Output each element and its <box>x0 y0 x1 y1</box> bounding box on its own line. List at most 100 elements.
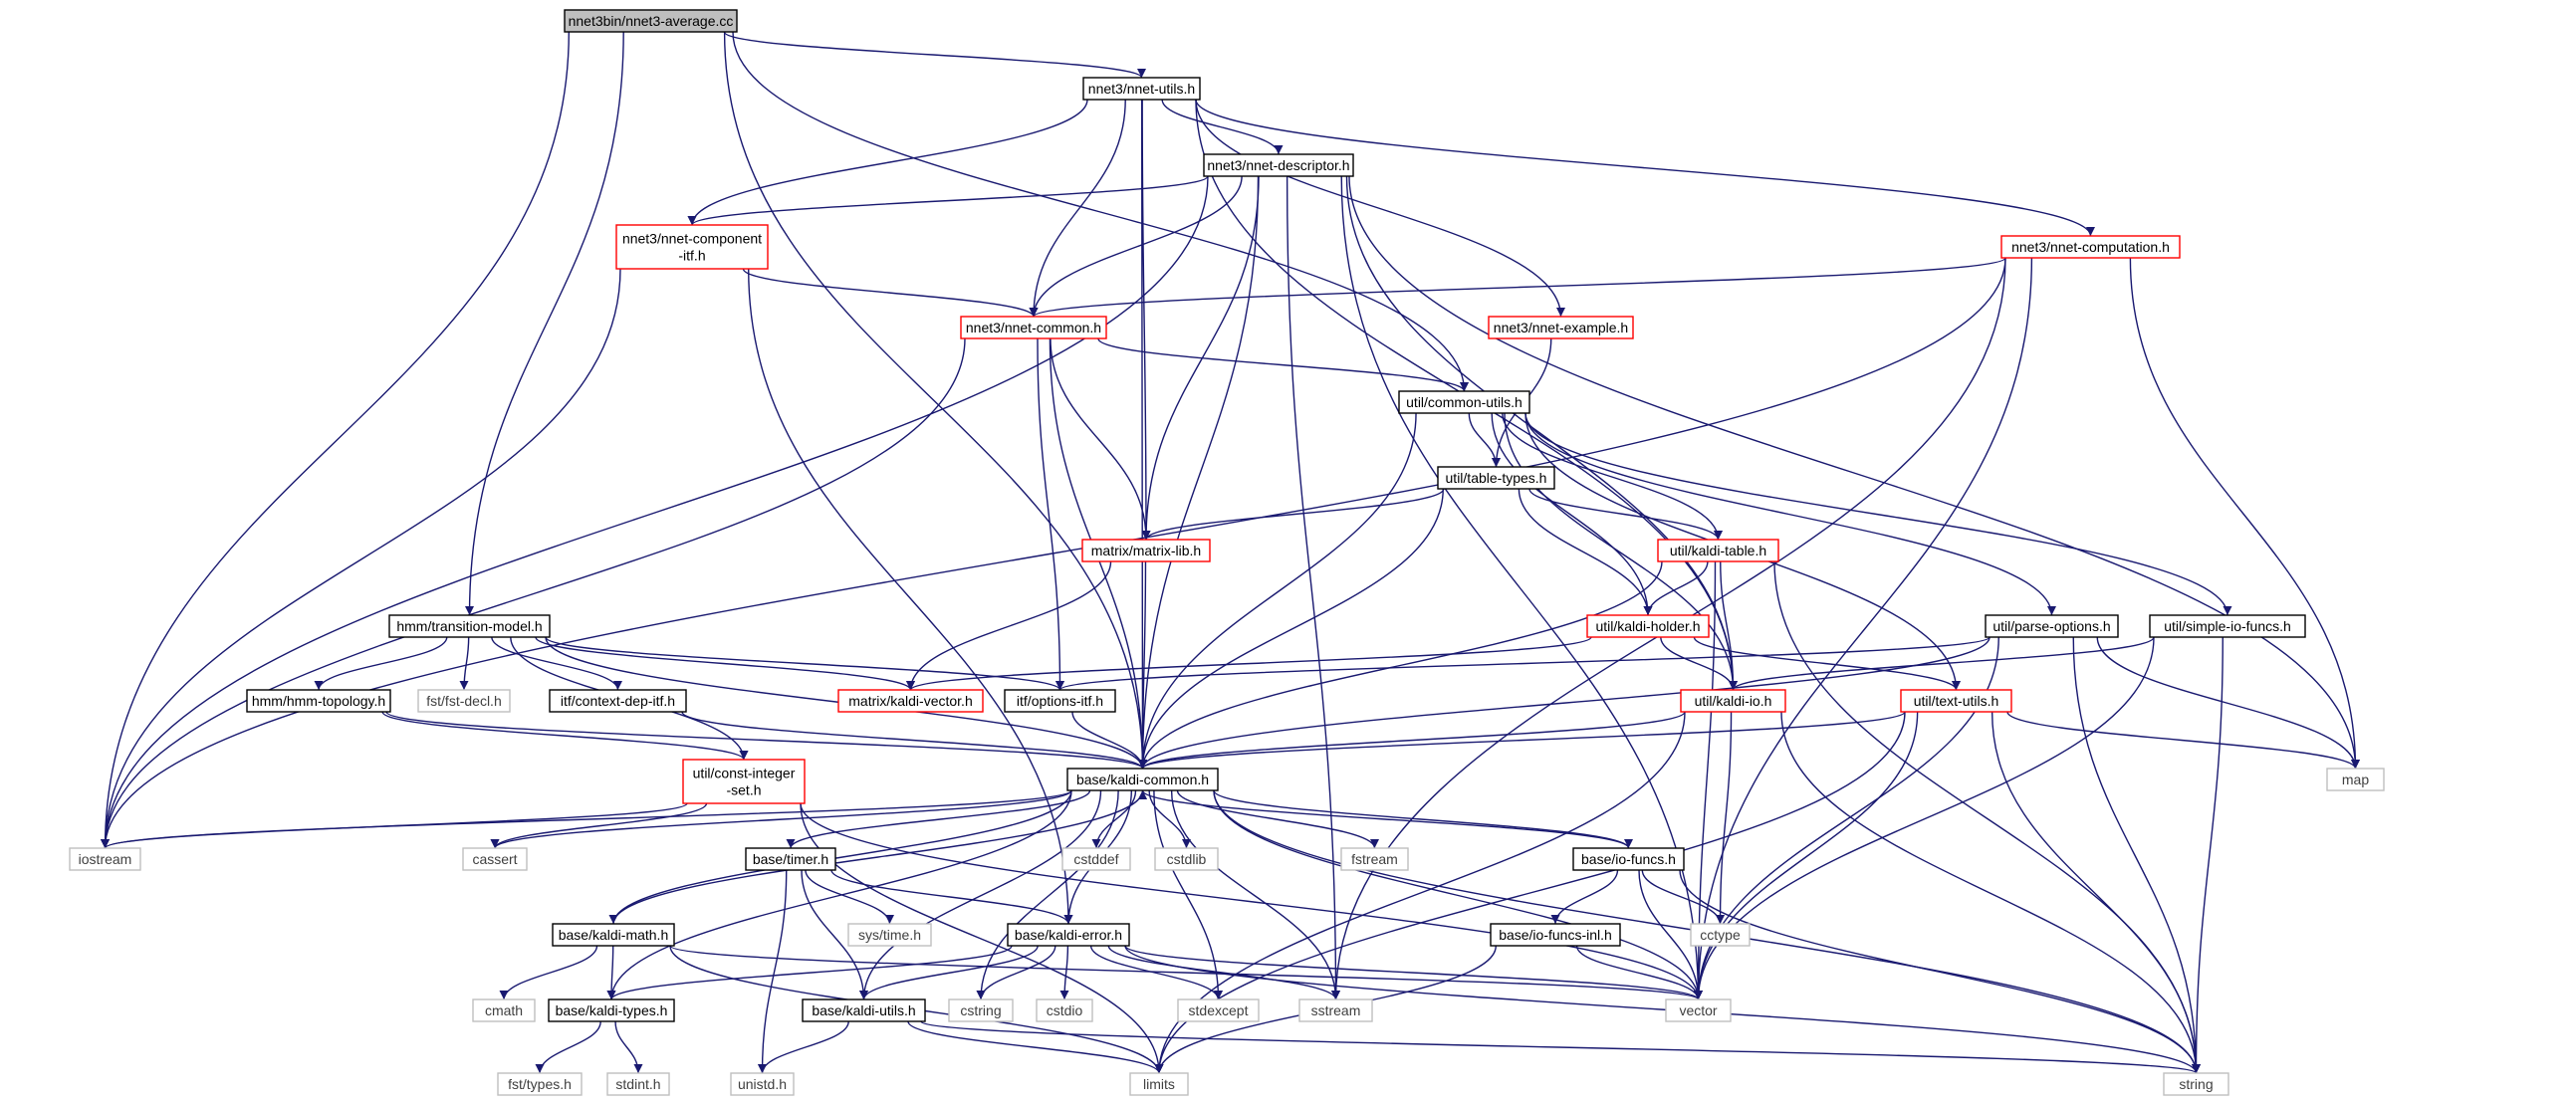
include-edge-kaldi_math-to-vector <box>669 945 1703 1000</box>
include-edge-io_funcs-to-vector <box>1638 869 1703 1000</box>
node-label: util/common-utils.h <box>1406 394 1522 410</box>
node-label: stdexcept <box>1189 1002 1249 1018</box>
edge-path <box>1491 412 1653 616</box>
edges-layer <box>101 31 2360 1074</box>
file-node-nnet-utils[interactable]: nnet3/nnet-utils.h <box>1082 77 1201 101</box>
edge-path <box>1694 711 1919 1000</box>
include-edge-transition_model-to-fst_decl <box>459 636 470 691</box>
edge-path <box>1550 869 1619 925</box>
edge-path <box>535 1020 601 1074</box>
include-edge-kaldi_math-to-kaldi_common <box>612 789 1147 925</box>
file-node-transition-model[interactable]: hmm/transition-model.h <box>388 614 551 638</box>
node-box <box>1665 998 1732 1022</box>
include-edge-kaldi_utils-to-limits <box>907 1020 1164 1074</box>
include-edge-nnet_descriptor-to-kaldi_io <box>1345 175 1738 691</box>
include-edge-parse_options-to-string <box>2072 636 2201 1074</box>
node-box <box>2149 614 2306 638</box>
edge-path <box>491 636 622 691</box>
edge-path <box>687 175 1209 226</box>
node-box <box>1690 923 1751 947</box>
file-node-table-types[interactable]: util/table-types.h <box>1437 466 1555 490</box>
file-node-simple-io-funcs[interactable]: util/simple-io-funcs.h <box>2149 614 2306 638</box>
node-label: nnet3/nnet-utils.h <box>1088 81 1195 97</box>
node-label: nnet3bin/nnet3-average.cc <box>569 13 734 29</box>
include-edge-common_utils-to-kaldi_io <box>1504 412 1738 691</box>
include-edge-kaldi_holder-to-kaldi_vector <box>906 636 1592 691</box>
node-box <box>1036 998 1093 1022</box>
include-edge-common_utils-to-parse_options <box>1524 412 2056 616</box>
file-node-kaldi-math[interactable]: base/kaldi-math.h <box>552 923 675 947</box>
edge-path <box>2129 257 2360 770</box>
file-node-context-dep-itf[interactable]: itf/context-dep-itf.h <box>549 689 687 713</box>
edge-path <box>545 636 1064 691</box>
edge-path <box>800 802 1703 1000</box>
node-label: itf/options-itf.h <box>1017 693 1103 709</box>
edge-path <box>830 869 1073 925</box>
edge-path <box>1029 99 1126 318</box>
file-node-kaldi-vector[interactable]: matrix/kaldi-vector.h <box>837 689 984 713</box>
edge-path <box>1138 560 1148 770</box>
node-box <box>246 689 391 713</box>
edge-path <box>1638 869 1703 1000</box>
file-node-kaldi-error[interactable]: base/kaldi-error.h <box>1007 923 1130 947</box>
edge-path <box>1518 488 1653 616</box>
node-box <box>837 689 984 713</box>
file-node-kaldi-types[interactable]: base/kaldi-types.h <box>548 998 675 1022</box>
edge-path <box>669 945 1703 1000</box>
node-box <box>69 847 141 871</box>
edge-path <box>1286 175 1340 1000</box>
node-box <box>682 759 806 804</box>
file-node-nnet-descriptor[interactable]: nnet3/nnet-descriptor.h <box>1203 153 1354 177</box>
file-node-kaldi-holder[interactable]: util/kaldi-holder.h <box>1586 614 1710 638</box>
file-node-matrix-lib[interactable]: matrix/matrix-lib.h <box>1081 539 1211 562</box>
file-node-timer[interactable]: base/timer.h <box>745 847 836 871</box>
edge-path <box>1050 337 1151 541</box>
edge-path <box>732 31 1469 392</box>
edge-path <box>1693 636 1961 691</box>
edge-path <box>2072 636 2201 1074</box>
file-node-io-funcs-inl[interactable]: base/io-funcs-inl.h <box>1490 923 1621 947</box>
node-box <box>388 614 551 638</box>
node-label: fst/fst-decl.h <box>426 693 501 709</box>
file-node-text-utils[interactable]: util/text-utils.h <box>1900 689 2012 713</box>
file-node-hmm-topology[interactable]: hmm/hmm-topology.h <box>246 689 391 713</box>
edge-path <box>606 945 1013 1000</box>
include-edge-nnet_computation-to-nnet_common <box>1029 257 2006 318</box>
file-node-kaldi-table[interactable]: util/kaldi-table.h <box>1657 539 1779 562</box>
file-node-io-funcs[interactable]: base/io-funcs.h <box>1572 847 1685 871</box>
include-edge-parse_options-to-kaldi_common <box>1138 636 1991 770</box>
edge-path <box>1345 175 1738 691</box>
file-node-root[interactable]: nnet3bin/nnet3-average.cc <box>564 9 738 33</box>
file-node-map: map <box>2326 768 2385 791</box>
file-node-nnet-computation[interactable]: nnet3/nnet-computation.h <box>2000 235 2181 259</box>
file-node-nnet-component-itf[interactable]: nnet3/nnet-component-itf.h <box>615 224 769 270</box>
file-node-nnet-example[interactable]: nnet3/nnet-example.h <box>1488 316 1634 339</box>
file-node-kaldi-io[interactable]: util/kaldi-io.h <box>1680 689 1786 713</box>
include-edge-kaldi_table-to-kaldi_common <box>1138 560 1663 770</box>
file-node-const-integer-set[interactable]: util/const-integer-set.h <box>682 759 806 804</box>
file-node-parse-options[interactable]: util/parse-options.h <box>1985 614 2119 638</box>
node-label: cassert <box>472 851 517 867</box>
node-label: limits <box>1143 1076 1175 1092</box>
edge-path <box>1780 711 2201 1074</box>
include-edge-simple_io_funcs-to-string <box>2192 636 2224 1074</box>
file-node-options-itf[interactable]: itf/options-itf.h <box>1004 689 1116 713</box>
edge-path <box>1641 869 1725 925</box>
file-node-cctype: cctype <box>1690 923 1751 947</box>
edge-path <box>1161 99 1284 155</box>
edge-path <box>1720 560 1738 691</box>
node-label: fst/types.h <box>508 1076 572 1092</box>
include-edge-io_funcs_inl-to-vector <box>1575 945 1703 1000</box>
include-edge-io_funcs-to-string <box>1679 869 2201 1074</box>
edge-path <box>499 945 598 1000</box>
include-edge-nnet_component_itf-to-iostream <box>101 268 621 849</box>
include-edge-kaldi_table-to-kaldi_holder <box>1643 560 1709 616</box>
node-box <box>549 689 687 713</box>
file-node-limits: limits <box>1129 1072 1189 1096</box>
edge-path <box>805 869 894 925</box>
file-node-nnet-common[interactable]: nnet3/nnet-common.h <box>960 316 1107 339</box>
file-node-common-utils[interactable]: util/common-utils.h <box>1398 390 1530 414</box>
file-node-kaldi-common[interactable]: base/kaldi-common.h <box>1066 768 1219 791</box>
include-edge-kaldi_error-to-stdexcept <box>1089 945 1223 1000</box>
file-node-kaldi-utils[interactable]: base/kaldi-utils.h <box>802 998 926 1022</box>
